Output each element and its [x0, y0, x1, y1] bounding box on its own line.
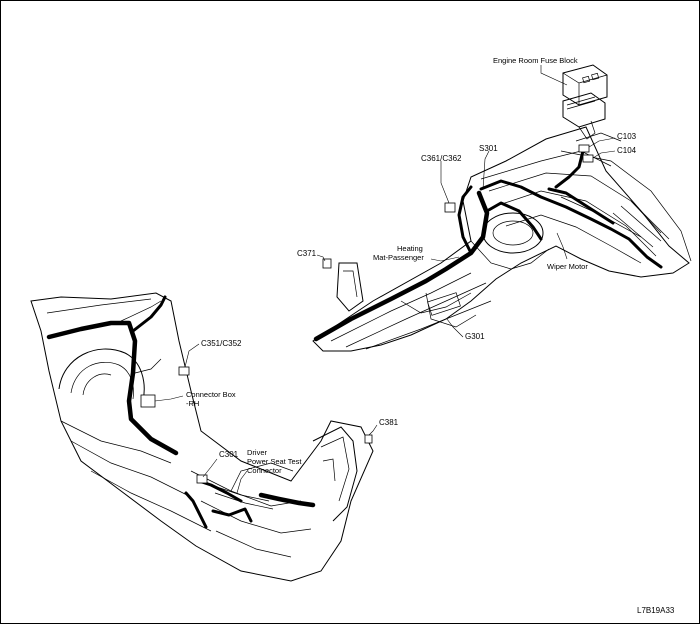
label-connector-box-line1: Connector Box: [186, 390, 236, 399]
connector-c351-c352-body: [178, 366, 190, 376]
connector-c371-body: [322, 258, 332, 269]
connector-c103-body: [578, 144, 590, 153]
label-c371: C371: [297, 249, 317, 258]
connector-c104-body: [582, 154, 594, 163]
connector-c301-body: [196, 474, 208, 484]
label-g301: G301: [465, 332, 485, 341]
figure-code: L7B19A33: [637, 606, 675, 615]
label-engine-room-fuse-block: Engine Room Fuse Block: [493, 56, 578, 65]
label-c301: C301: [219, 450, 239, 459]
label-c351-c352: C351/C352: [201, 339, 242, 348]
leader-lines: [154, 65, 616, 494]
label-s301: S301: [479, 144, 498, 153]
label-c381: C381: [379, 418, 399, 427]
connector-c361-c362-body: [444, 202, 456, 213]
connector-c381-body: [364, 434, 373, 444]
connector-box-rh-body: [140, 394, 156, 408]
label-driver-line1: Driver: [247, 448, 268, 457]
label-wiper-motor: Wiper Motor: [547, 262, 588, 271]
label-c361-c362: C361/C362: [421, 154, 462, 163]
label-c104: C104: [617, 146, 637, 155]
lower-harness: [46, 295, 316, 529]
callout-labels: Engine Room Fuse Block C103 C104 S301 C3…: [186, 56, 675, 615]
upper-body-structure: [312, 126, 692, 352]
label-heating-line2: Mat-Passenger: [373, 253, 424, 262]
label-c103: C103: [617, 132, 637, 141]
label-driver-line3: Connector: [247, 466, 282, 475]
label-connector-box-line2: -RH: [186, 399, 199, 408]
engine-room-fuse-block: [562, 64, 608, 140]
label-heating-line1: Heating: [397, 244, 423, 253]
upper-connectors: [322, 144, 594, 269]
upper-harness: [313, 149, 663, 342]
label-driver-line2: Power Seat Test: [247, 457, 302, 466]
